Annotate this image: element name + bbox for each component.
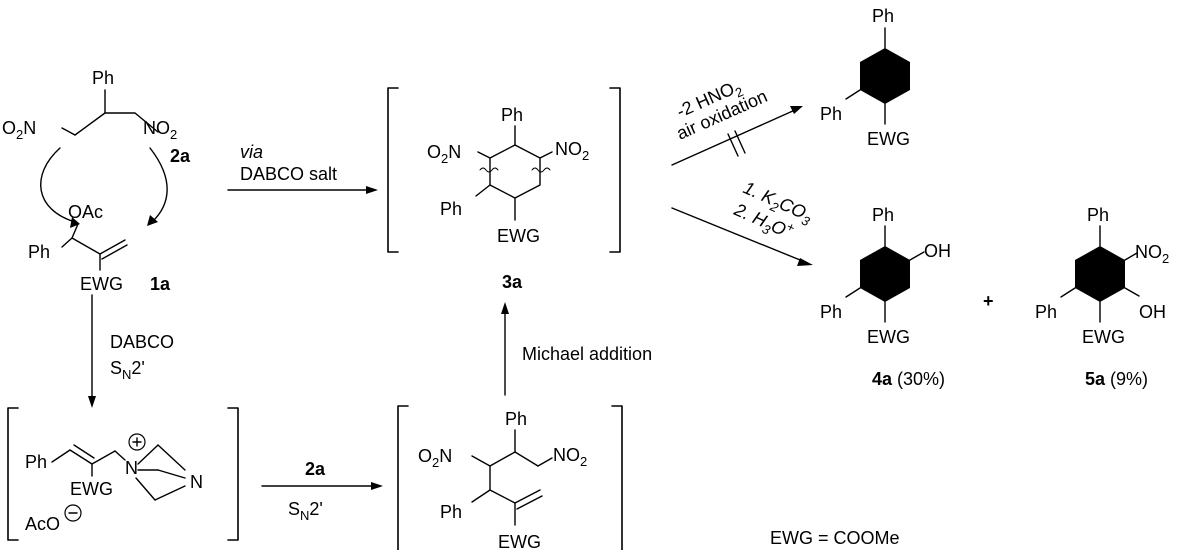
ph-label: Ph [440, 502, 462, 522]
ph-label: Ph [1035, 302, 1057, 322]
product-biphenyl: Ph Ph EWG [820, 6, 910, 149]
ewg-label: EWG [867, 327, 910, 347]
via-label: via [240, 142, 263, 162]
product-4a: Ph OH Ph EWG 4a (30%) [820, 205, 951, 389]
ph-label: Ph [501, 105, 523, 125]
compound-1a: OAc Ph EWG 1a [28, 202, 171, 294]
dabco-salt-label: DABCO salt [240, 164, 337, 184]
sn2-label: SN2' [110, 358, 145, 382]
ewg-label: EWG [867, 129, 910, 149]
compound-1a-label: 1a [150, 274, 171, 294]
no2-label: NO2 [555, 139, 589, 163]
ph-label: Ph [872, 205, 894, 225]
ewg-label: EWG [497, 226, 540, 246]
ewg-label: EWG [70, 479, 113, 499]
positive-charge-icon [128, 433, 146, 451]
n-plus-label: N [125, 458, 138, 478]
ph-label: Ph [25, 452, 47, 472]
o2n-label: O2N [2, 118, 36, 142]
arrow-via-dabco-salt: via DABCO salt [227, 142, 378, 194]
no2-label: NO2 [1135, 242, 1169, 266]
arrow-2a-sn2: 2a SN2' [261, 459, 383, 523]
ph-label: Ph [92, 68, 114, 88]
arrow-air-oxidation: -2 HNO2 air oxidation [671, 79, 803, 166]
ewg-label: EWG [498, 532, 541, 550]
aco-label: AcO [25, 514, 60, 534]
product-5a: Ph NO2 OH Ph EWG 5a (9%) [1035, 205, 1169, 389]
ewg-label: EWG [80, 274, 123, 294]
mechanism-arrows [40, 147, 168, 228]
michael-addition-label: Michael addition [522, 344, 652, 364]
ph-label: Ph [872, 6, 894, 26]
ph-label: Ph [440, 199, 462, 219]
oh-label: OH [924, 241, 951, 261]
compound-5a-label: 5a (9%) [1085, 369, 1148, 389]
ewg-definition: EWG = COOMe [770, 528, 900, 548]
negative-charge-icon [64, 504, 82, 522]
ph-label: Ph [505, 409, 527, 429]
o2n-label: O2N [427, 142, 461, 166]
oac-label: OAc [68, 202, 103, 222]
sn2-label: SN2' [288, 499, 323, 523]
oh-label: OH [1139, 302, 1166, 322]
reagent-2a-label: 2a [305, 459, 326, 479]
intermediate-ammonium: Ph EWG N N AcO [7, 407, 239, 541]
no2-label: NO2 [553, 445, 587, 469]
ph-label: Ph [820, 302, 842, 322]
ewg-label: EWG [1082, 327, 1125, 347]
arrow-k2co3-h3o: 1. K2CO3 2. H3O+ [671, 177, 813, 266]
compound-4a-label: 4a (30%) [872, 369, 945, 389]
arrow-dabco-sn2: DABCO SN2' [88, 294, 174, 408]
compound-3a-label: 3a [502, 272, 523, 292]
ph-label: Ph [28, 242, 50, 262]
compound-2a: Ph O2N NO2 2a [2, 68, 191, 166]
no2-label: NO2 [143, 118, 177, 142]
ph-label: Ph [1087, 205, 1109, 225]
dabco-label: DABCO [110, 332, 174, 352]
compound-2a-label: 2a [170, 146, 191, 166]
o2n-label: O2N [418, 446, 452, 470]
ph-label: Ph [820, 104, 842, 124]
compound-3a: Ph O2N NO2 Ph EWG 3a [387, 87, 621, 292]
n-label: N [190, 472, 203, 492]
plus-sign: + [983, 291, 994, 311]
arrow-michael-addition: Michael addition [501, 302, 652, 396]
intermediate-open-chain: O2N Ph NO2 Ph EWG [397, 405, 623, 550]
